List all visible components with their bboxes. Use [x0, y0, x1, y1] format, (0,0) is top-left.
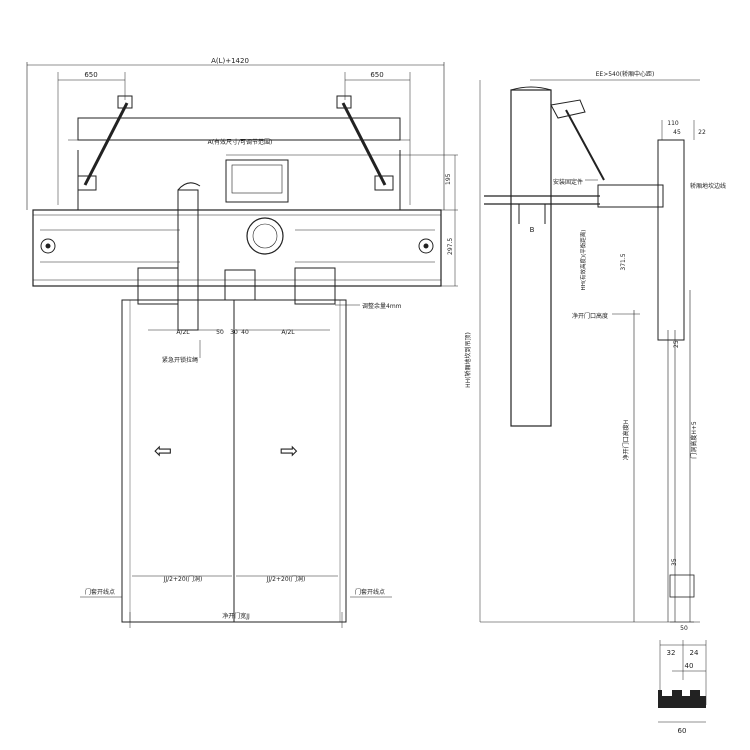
front-view: A(L)+1420 650 650 A(有效尺寸/可调节范围) 195 [26, 57, 458, 628]
door-height-vertical-label: 门洞高度H+5 [690, 421, 698, 459]
dim-45-label: 45 [673, 129, 681, 136]
profile-dim-60: 60 [678, 727, 687, 735]
top-width-label: A(L)+1420 [211, 57, 249, 65]
side-view: EE>540(轿厢中心距) B 安装固定件 110 45 22 轿厢地坎边线 H… [464, 70, 726, 632]
dim-30-label: 30 [230, 329, 238, 336]
inner-width-label: A(有效尺寸/可调节范围) [208, 138, 273, 146]
bracket-label: 安装固定件 [553, 178, 583, 186]
clear-width-label: 净开门宽JJ [222, 612, 250, 620]
profile-dim-40: 40 [685, 662, 694, 670]
dim-40-label: 40 [241, 329, 249, 336]
profile-dim-24: 24 [690, 649, 699, 657]
left-offset-label: 650 [84, 71, 97, 79]
right-offset-label: 650 [370, 71, 383, 79]
sill-profile-shape [658, 690, 706, 708]
dim-2975-label: 297.5 [447, 238, 454, 255]
dim-25-label: 25 [673, 340, 680, 348]
adjust-label: 调整余量4mm [362, 302, 402, 310]
dim-195-label: 195 [445, 173, 452, 185]
emergency-label: 紧急开锁拉绳 [162, 356, 198, 364]
arrow-left: ⇦ [154, 439, 172, 464]
dim-35-label: 35 [671, 558, 678, 566]
arrow-right: ⇨ [280, 439, 298, 464]
dim-50-label: 50 [216, 329, 224, 336]
left-vertical-label: HH(轿厢地坎到吊顶) [464, 332, 472, 388]
a2l-label: A/2L [176, 329, 190, 336]
sill-profile: 32 24 40 60 [658, 640, 707, 735]
left-sill-label: 门套开线点 [85, 588, 115, 596]
side-dim-50-label: 50 [680, 625, 688, 632]
right-sill-label: 门套开线点 [355, 588, 385, 596]
dim-b-label: B [530, 226, 535, 234]
profile-dim-32: 32 [667, 649, 676, 657]
door-left-label: JJ/2+20(门洞) [163, 575, 203, 583]
dim-3715-label: 371.5 [620, 253, 627, 270]
side-top-dim-label: EE>540(轿厢中心距) [596, 70, 655, 78]
door-right-label: JJ/2+20(门洞) [266, 575, 306, 583]
a2l-right-label: A/2L [281, 329, 295, 336]
dim-110-label: 110 [667, 120, 679, 127]
dim-22-label: 22 [698, 129, 706, 136]
clear-height-vertical-label: 净开门口高度H [622, 420, 630, 461]
vertical-label: HH(有效高度)(平衡距离) [579, 230, 587, 291]
right-label: 轿厢地坎边线 [690, 182, 726, 190]
clear-label: 净开门口高度 [572, 312, 608, 320]
